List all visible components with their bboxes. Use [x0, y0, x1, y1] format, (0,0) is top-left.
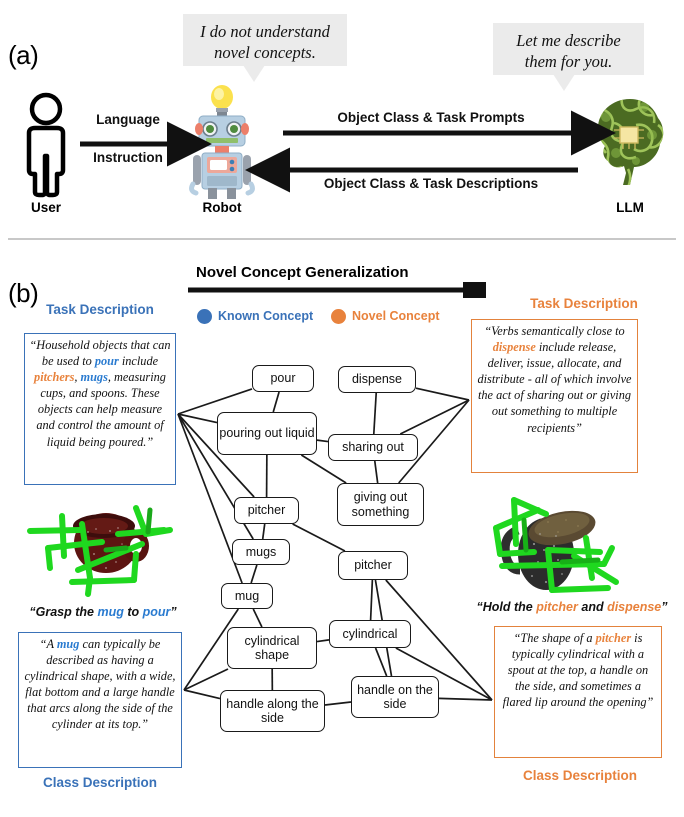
- language-instruction-label-line2: Instruction: [93, 150, 163, 165]
- graph-edge-dispense-to-sharing-out: [372, 392, 378, 435]
- graph-node-label: sharing out: [342, 440, 404, 455]
- robot-bubble-tail: [243, 65, 265, 82]
- graph-node-label: giving out something: [351, 490, 410, 519]
- graph-node-cylindrical: cylindrical: [329, 620, 411, 648]
- left-task-description-title: Task Description: [46, 302, 154, 317]
- novel-concept-dot: [331, 309, 346, 324]
- graph-node-mug: mug: [221, 583, 273, 609]
- left-class-link-to-cylindrical-shape: [183, 668, 229, 691]
- graph-edge-handle-along-to-handle-on-side: [324, 701, 352, 706]
- graph-node-pitcher-left: pitcher: [234, 497, 299, 524]
- graph-node-label: mugs: [245, 544, 277, 559]
- graph-node-label: handle on the side: [357, 682, 433, 711]
- mug-pointcloud: [18, 498, 186, 603]
- right-class-description-box: “The shape of a pitcher is typically cyl…: [494, 626, 662, 758]
- graph-node-label: pouring out liquid: [219, 426, 315, 441]
- left-class-link-to-handle-along: [183, 689, 221, 700]
- graph-node-dispense: dispense: [338, 366, 416, 393]
- left-class-description-title: Class Description: [42, 775, 158, 790]
- graph-edge-cylindrical-to-handle-on-side: [374, 647, 388, 677]
- right-class-description-title: Class Description: [522, 768, 638, 783]
- graph-edge-pitcher-left-to-pitcher-right: [292, 523, 346, 552]
- novel-concept-generalization-title: Novel Concept Generalization: [196, 264, 409, 281]
- graph-node-mugs: mugs: [232, 539, 290, 565]
- graph-edge-cylindrical-shape-to-cylindrical: [316, 639, 330, 643]
- left-task-description-box: “Household objects that can be used to p…: [24, 333, 176, 485]
- graph-edge-pitcher-right-to-cylindrical: [369, 579, 374, 621]
- pitcher-pointcloud: [488, 492, 660, 607]
- panel-a-label: (a): [8, 40, 39, 70]
- graph-node-pouring-out: pouring out liquid: [217, 412, 317, 455]
- robot-label: Robot: [202, 200, 242, 215]
- novel-concept-label: Novel Concept: [352, 309, 440, 323]
- object-class-task-descriptions-label: Object Class & Task Descriptions: [323, 176, 539, 191]
- graph-node-sharing-out: sharing out: [328, 434, 418, 461]
- right-task-link-to-sharing-out: [399, 399, 470, 435]
- generalization-arrow: [188, 282, 486, 298]
- graph-node-handle-on-side: handle on the side: [351, 676, 439, 718]
- graph-node-label: dispense: [351, 372, 403, 387]
- left-task-link-to-pour: [177, 388, 253, 415]
- graph-node-label: cylindrical shape: [244, 633, 300, 662]
- graph-node-pitcher-right: pitcher: [338, 551, 408, 580]
- graph-node-giving-out: giving out something: [337, 483, 424, 526]
- right-task-description-text: “Verbs semantically close to dispense in…: [477, 324, 632, 435]
- right-task-link-to-dispense: [415, 387, 470, 401]
- graph-edge-mugs-to-mug: [250, 564, 258, 584]
- graph-node-handle-along: handle along the side: [220, 690, 325, 732]
- left-class-description-box: “A mug can typically be described as hav…: [18, 632, 182, 768]
- right-class-link-to-handle-on-side: [438, 697, 493, 701]
- user-label: User: [30, 200, 62, 215]
- language-instruction-label-line1: Language: [96, 112, 160, 127]
- object-class-task-prompts-label: Object Class & Task Prompts: [337, 110, 525, 125]
- left-task-link-to-pouring-out: [177, 413, 218, 424]
- graph-edge-mug-to-cylindrical-shape: [252, 608, 263, 628]
- graph-node-label: handle along the side: [226, 696, 319, 725]
- llm-bubble-tail: [553, 74, 575, 91]
- graph-node-cylindrical-shape: cylindrical shape: [227, 627, 317, 669]
- llm-speech-bubble: Let me describe them for you.: [493, 23, 644, 75]
- right-grasp-caption: “Hold the pitcher and dispense”: [476, 600, 668, 614]
- graph-edge-pour-to-pouring-out: [272, 391, 280, 413]
- panel-a-arrows: [80, 110, 616, 193]
- graph-edge-sharing-out-to-giving-out: [373, 460, 379, 484]
- left-task-description-text: “Household objects that can be used to p…: [29, 338, 171, 449]
- graph-node-label: pitcher: [247, 503, 286, 518]
- left-class-description-text: “A mug can typically be described as hav…: [24, 637, 176, 732]
- left-grasp-caption: “Grasp the mug to pour”: [29, 605, 177, 619]
- panel-divider: [8, 238, 676, 240]
- person-icon: [26, 92, 66, 198]
- graph-node-label: cylindrical: [342, 626, 398, 641]
- panel-b-label: (b): [8, 278, 39, 308]
- known-concept-label: Known Concept: [218, 309, 314, 323]
- right-task-description-title: Task Description: [530, 296, 638, 311]
- right-task-description-box: “Verbs semantically close to dispense in…: [471, 319, 638, 473]
- graph-edge-pouring-out-to-sharing-out: [316, 439, 329, 443]
- llm-label: LLM: [616, 200, 644, 215]
- graph-edge-pitcher-left-to-mugs: [261, 523, 266, 540]
- graph-node-label: pour: [270, 371, 296, 386]
- graph-node-pour: pour: [252, 365, 314, 392]
- graph-node-label: pitcher: [354, 558, 392, 573]
- robot-speech-bubble: I do not understand novel concepts.: [183, 14, 347, 66]
- right-class-description-text: “The shape of a pitcher is typically cyl…: [502, 631, 654, 710]
- graph-node-label: mug: [234, 588, 260, 603]
- known-concept-dot: [197, 309, 212, 324]
